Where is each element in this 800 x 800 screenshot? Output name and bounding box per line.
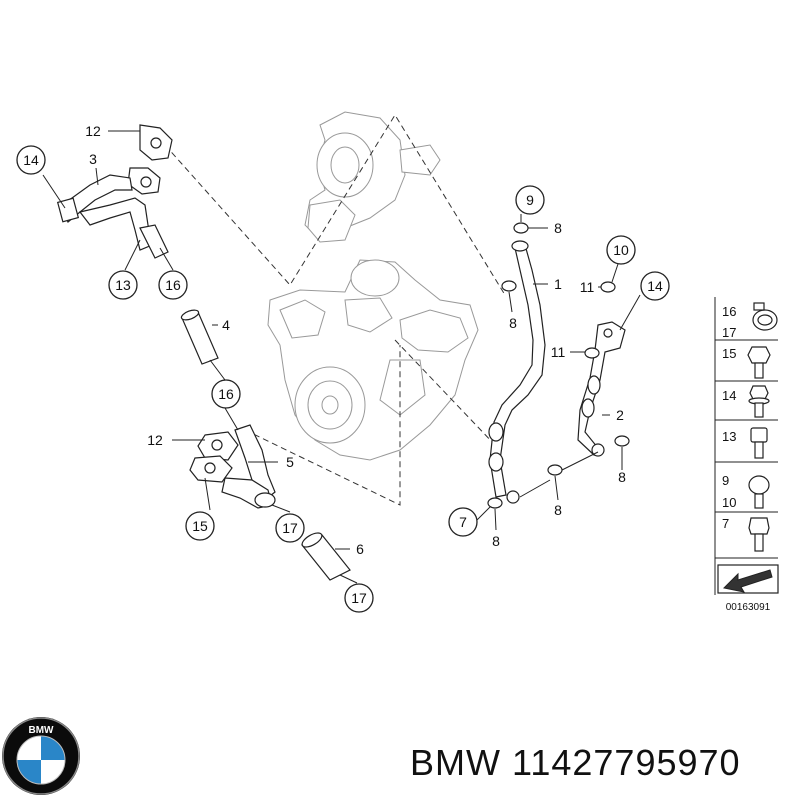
label-8-center: 8 bbox=[554, 502, 562, 518]
label-4: 4 bbox=[222, 317, 230, 333]
legend-row-9-10: 9 10 bbox=[722, 473, 770, 510]
svg-text:7: 7 bbox=[459, 514, 467, 530]
callout-17-upper: 17 bbox=[275, 513, 305, 543]
svg-text:16: 16 bbox=[165, 277, 181, 293]
label-12-upper: 12 bbox=[85, 123, 101, 139]
legend-row-15: 15 bbox=[722, 346, 771, 379]
legend-row-16-17: 16 17 bbox=[722, 302, 778, 340]
svg-text:9: 9 bbox=[722, 473, 729, 488]
svg-text:14: 14 bbox=[722, 388, 736, 403]
turbocharger-upper-illustration bbox=[304, 111, 441, 243]
callout-7: 7 bbox=[448, 507, 478, 537]
diagram-code: 00163091 bbox=[726, 602, 771, 613]
label-11-lower: 11 bbox=[551, 344, 566, 360]
callout-16-lower: 16 bbox=[211, 379, 241, 409]
banjo-bolt-icon bbox=[748, 475, 770, 509]
legend-row-7: 7 bbox=[722, 516, 770, 552]
sealing-washers bbox=[487, 222, 630, 509]
parts-legend: 16 17 15 14 13 bbox=[714, 297, 779, 613]
direction-arrow-icon bbox=[717, 564, 779, 594]
callout-15: 15 bbox=[185, 511, 215, 541]
svg-text:17: 17 bbox=[351, 590, 367, 606]
svg-text:16: 16 bbox=[722, 304, 736, 319]
svg-text:15: 15 bbox=[192, 518, 208, 534]
hose-part-4 bbox=[180, 309, 219, 365]
svg-text:13: 13 bbox=[722, 429, 736, 444]
callout-13: 13 bbox=[108, 270, 138, 300]
oil-pipe-part-1 bbox=[488, 240, 546, 504]
callout-14-left: 14 bbox=[16, 145, 46, 175]
label-5: 5 bbox=[286, 454, 294, 470]
label-8-bottom: 8 bbox=[492, 533, 500, 549]
plain-labels: 12 3 4 12 5 6 8 1 8 11 11 2 8 8 8 bbox=[85, 123, 626, 557]
svg-text:13: 13 bbox=[115, 277, 131, 293]
flange-bolt-icon bbox=[748, 385, 770, 418]
svg-text:7: 7 bbox=[722, 516, 729, 531]
hollow-bolt-icon bbox=[748, 517, 770, 552]
svg-text:BMW: BMW bbox=[29, 725, 55, 736]
oil-pipe-part-2 bbox=[577, 321, 626, 457]
bmw-roundel-icon: BMW bbox=[2, 717, 80, 795]
callout-16-upper: 16 bbox=[158, 270, 188, 300]
label-8-mid: 8 bbox=[509, 315, 517, 331]
label-6: 6 bbox=[356, 541, 364, 557]
svg-text:17: 17 bbox=[282, 520, 298, 536]
callout-9: 9 bbox=[515, 185, 545, 215]
label-3: 3 bbox=[89, 151, 97, 167]
turbocharger-main-illustration bbox=[267, 259, 479, 461]
part-number-caption: BMW 11427795970 bbox=[410, 742, 741, 783]
svg-text:15: 15 bbox=[722, 346, 736, 361]
label-11-upper: 11 bbox=[580, 279, 595, 295]
callout-10: 10 bbox=[606, 235, 636, 265]
callout-14-right: 14 bbox=[640, 271, 670, 301]
socket-bolt-icon bbox=[750, 427, 768, 459]
svg-text:14: 14 bbox=[23, 152, 39, 168]
legend-row-13: 13 bbox=[722, 427, 768, 459]
hex-bolt-icon bbox=[747, 346, 771, 379]
svg-text:10: 10 bbox=[722, 495, 736, 510]
label-12-lower: 12 bbox=[147, 432, 163, 448]
label-1: 1 bbox=[554, 276, 562, 292]
hose-clamp-icon bbox=[752, 302, 778, 331]
oil-pipe-lower-left bbox=[189, 424, 276, 509]
legend-row-14: 14 bbox=[722, 385, 770, 418]
leader-lines bbox=[42, 130, 641, 584]
hose-part-6 bbox=[301, 532, 351, 581]
label-8-top: 8 bbox=[554, 220, 562, 236]
callout-17-lower: 17 bbox=[344, 583, 374, 613]
label-2: 2 bbox=[616, 407, 624, 423]
svg-text:17: 17 bbox=[722, 325, 736, 340]
assembly-dashed-lines bbox=[164, 114, 506, 506]
svg-text:9: 9 bbox=[526, 192, 534, 208]
svg-text:16: 16 bbox=[218, 386, 234, 402]
label-8-right: 8 bbox=[618, 469, 626, 485]
oil-pipe-upper-left bbox=[56, 124, 173, 259]
svg-text:14: 14 bbox=[647, 278, 663, 294]
svg-text:10: 10 bbox=[613, 242, 629, 258]
